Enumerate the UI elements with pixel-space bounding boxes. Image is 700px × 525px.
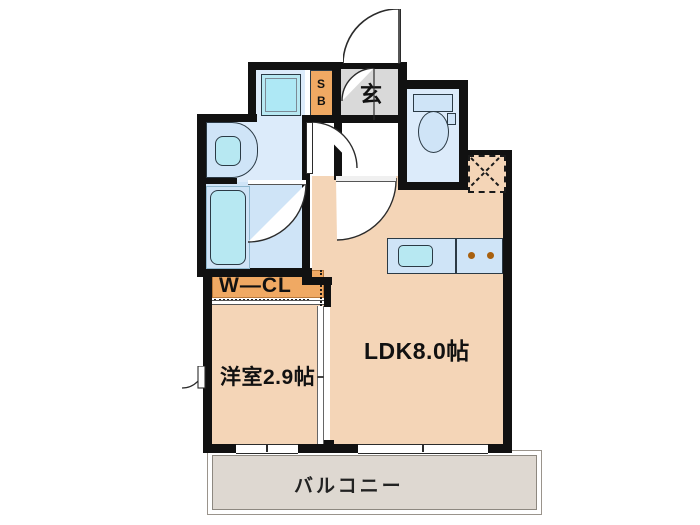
shoe-box-label-s: S xyxy=(317,77,326,91)
stove-burner-left xyxy=(468,252,475,259)
wall-east-genkan xyxy=(398,62,407,92)
ldk-door-header xyxy=(336,176,396,182)
pipe-shaft-ps xyxy=(468,155,506,193)
hallway-floor xyxy=(312,176,336,286)
wall-hall-south-stub xyxy=(302,277,332,285)
kitchen-sink xyxy=(398,245,433,267)
genkan-inner-door-icon xyxy=(341,68,375,120)
ldk-label: LDK8.0帖 xyxy=(364,338,470,364)
washroom-door-icon xyxy=(312,122,358,169)
wall-north-genkan xyxy=(332,62,404,69)
bedroom-floor xyxy=(212,300,324,448)
balcony-area xyxy=(212,455,537,510)
toilet-bowl xyxy=(418,111,449,153)
bedroom-door-icon xyxy=(182,366,206,389)
bedroom-sliding-door-handle xyxy=(317,376,324,378)
wall-south-outer xyxy=(203,444,512,453)
bedroom-closet-side-rail xyxy=(320,270,322,306)
stove-burner-right xyxy=(487,252,494,259)
wall-south-genkan-left xyxy=(302,115,340,123)
wall-north-ldk-right xyxy=(459,150,512,159)
wall-south-toilet xyxy=(398,182,468,190)
pipe-shaft-x-icon xyxy=(470,157,500,187)
bathtub-rim xyxy=(206,186,250,269)
entrance-floor xyxy=(340,68,402,122)
wall-west-bedroom xyxy=(203,277,212,452)
entrance-label: 玄 xyxy=(360,82,383,107)
bedroom-window-mullion xyxy=(266,444,268,452)
wall-east-shoebox xyxy=(332,62,341,122)
bathroom-door-icon xyxy=(248,184,307,243)
wall-east-outer xyxy=(503,150,512,450)
wall-hall-east xyxy=(334,122,342,180)
bathtub xyxy=(210,190,246,265)
entrance-door-swing-icon xyxy=(343,9,400,65)
toilet-tank xyxy=(413,94,453,112)
bedroom-label: 洋室2.9帖 xyxy=(220,366,316,389)
ldk-door-icon xyxy=(336,178,397,241)
wall-west-toilet xyxy=(398,88,407,190)
shoe-box-label-b: B xyxy=(317,94,327,108)
toilet-flush-lever xyxy=(447,113,456,125)
closet-door-track xyxy=(212,300,324,305)
wall-north-washroom xyxy=(197,114,257,122)
wall-west-washer xyxy=(248,62,256,122)
wall-south-genkan-right xyxy=(334,115,406,123)
wall-west-wet xyxy=(197,114,206,276)
wall-hall-west xyxy=(302,115,310,280)
walk-in-closet-label: W—CL xyxy=(219,274,292,297)
wall-north-washer xyxy=(248,62,340,70)
bathroom-door-header xyxy=(248,180,306,185)
wall-bath-washroom-divider xyxy=(197,178,237,184)
washing-machine-space-inner xyxy=(265,78,297,112)
wall-bedroom-ldk-partition xyxy=(324,277,331,307)
wall-south-bath xyxy=(197,268,312,277)
wash-basin-bowl xyxy=(215,136,241,166)
wall-ps-north xyxy=(459,150,468,190)
kitchen-counter-divider xyxy=(455,238,457,274)
balcony-label: バルコニー xyxy=(294,476,404,497)
washroom-door-leaf xyxy=(306,122,313,174)
wall-north-toilet xyxy=(398,80,468,89)
wall-east-toilet xyxy=(459,80,468,190)
entrance-door-frame xyxy=(343,9,401,63)
ldk-window-mullion xyxy=(422,444,424,452)
